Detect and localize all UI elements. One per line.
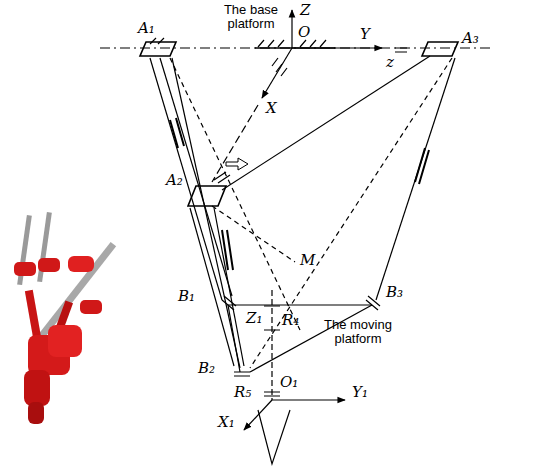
axis-label: X₁ <box>218 414 235 431</box>
axis-label: X <box>266 100 277 117</box>
origin-label: O <box>298 24 310 41</box>
axis-label: Y <box>360 26 370 43</box>
joint-label: A₃ <box>462 30 479 47</box>
point-label: M <box>300 252 315 269</box>
joint-label: R₄ <box>282 312 299 329</box>
joint-label: A₂ <box>166 172 183 189</box>
axis-label: Y₁ <box>352 384 368 401</box>
joint-label: B₁ <box>178 288 195 305</box>
axis-label: z <box>386 54 394 71</box>
axis-label: Z₁ <box>246 310 262 327</box>
axis-label: Z <box>300 2 310 19</box>
joint-label: B₂ <box>198 360 215 377</box>
joint-label: R₅ <box>234 384 251 401</box>
platform-title: The moving platform <box>318 318 398 347</box>
joint-label: B₃ <box>386 284 403 301</box>
robot-model-render <box>14 212 116 424</box>
origin-label: O₁ <box>280 374 298 391</box>
platform-title: The base platform <box>212 3 290 32</box>
joint-label: A₁ <box>138 20 155 37</box>
